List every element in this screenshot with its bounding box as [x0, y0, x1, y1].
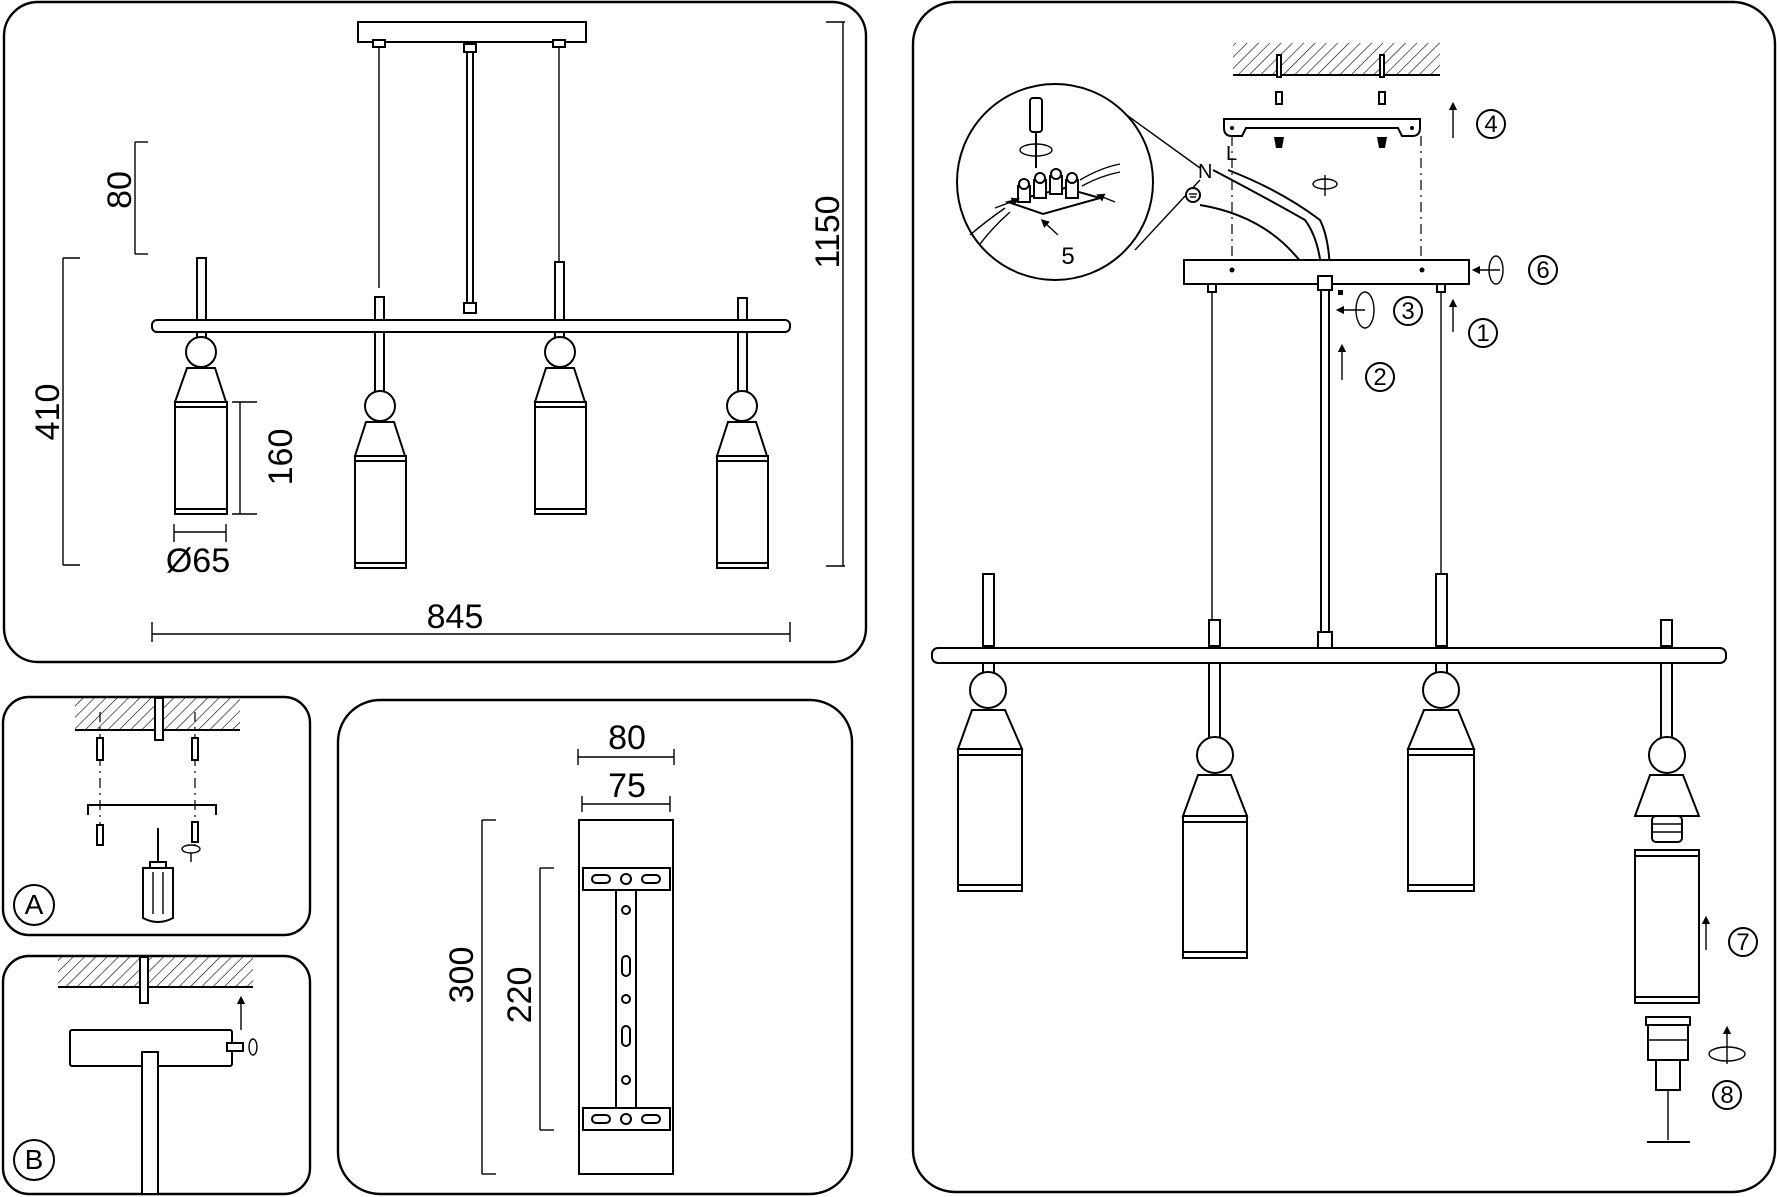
overview-panel: 80 410 160 Ø65 1150 845 [2, 0, 868, 664]
dim-bracket-length: 300 [443, 947, 481, 1004]
dimension-lines [62, 21, 845, 642]
assembly-main-bar [931, 647, 1727, 664]
dim-body-height: 410 [29, 384, 67, 441]
assembly-panel: 4 5 N L [911, 0, 1777, 1194]
dim-shade-height: 160 [262, 429, 300, 486]
pendant-3 [533, 331, 587, 515]
canopy [357, 21, 587, 43]
screwdriver-icon [1019, 97, 1053, 168]
dim-canopy-gap: 80 [101, 171, 139, 209]
screwdriver-icon [142, 828, 174, 923]
step-4-badge [1476, 109, 1506, 139]
dim-shade-diameter: Ø65 [166, 542, 230, 580]
assembly-pendant-1 [956, 662, 1024, 892]
mount-b-label: B [25, 1144, 44, 1175]
step-6-badge [1528, 255, 1558, 285]
assembly-pendant-4-exploded [1633, 662, 1701, 1143]
step-6-label: 6 [1536, 257, 1549, 284]
step-3-label: 3 [1401, 298, 1414, 325]
assembly-pendant-2 [1181, 662, 1249, 959]
pendant-4 [715, 331, 769, 569]
step-1-badge [1468, 318, 1498, 348]
mount-b-panel: B [1, 954, 312, 1196]
step-5-label: 5 [1061, 243, 1074, 270]
dim-bracket-hole-spacing: 220 [501, 967, 539, 1024]
dim-total-height: 1150 [809, 195, 847, 268]
mount-a-panel: A [1, 695, 312, 937]
step-8-label: 8 [1720, 1082, 1733, 1109]
dim-total-width: 845 [427, 598, 484, 636]
dim-bracket-outer-width: 80 [608, 719, 646, 757]
step-7-badge [1728, 927, 1758, 957]
mount-a-label: A [25, 889, 44, 920]
pendant-1 [173, 331, 228, 515]
step-2-label: 2 [1373, 364, 1386, 391]
step-2-badge [1365, 362, 1395, 392]
main-bar [151, 319, 791, 333]
step-3-badge [1393, 296, 1423, 326]
step-4-label: 4 [1484, 111, 1497, 138]
bracket-panel: 80 75 300 220 [336, 698, 854, 1196]
wire-label-live: L [1226, 143, 1237, 165]
step-7-label: 7 [1736, 929, 1749, 956]
dim-bracket-inner-width: 75 [608, 767, 646, 805]
ground-icon [1185, 187, 1201, 203]
step-8-badge [1712, 1080, 1742, 1110]
rotate-icon [1312, 175, 1338, 196]
pendant-2 [353, 331, 407, 569]
assembly-pendant-3 [1406, 662, 1476, 892]
terminal-block-icon [969, 163, 1121, 245]
step-1-label: 1 [1476, 320, 1489, 347]
wire-label-neutral: N [1198, 161, 1212, 183]
